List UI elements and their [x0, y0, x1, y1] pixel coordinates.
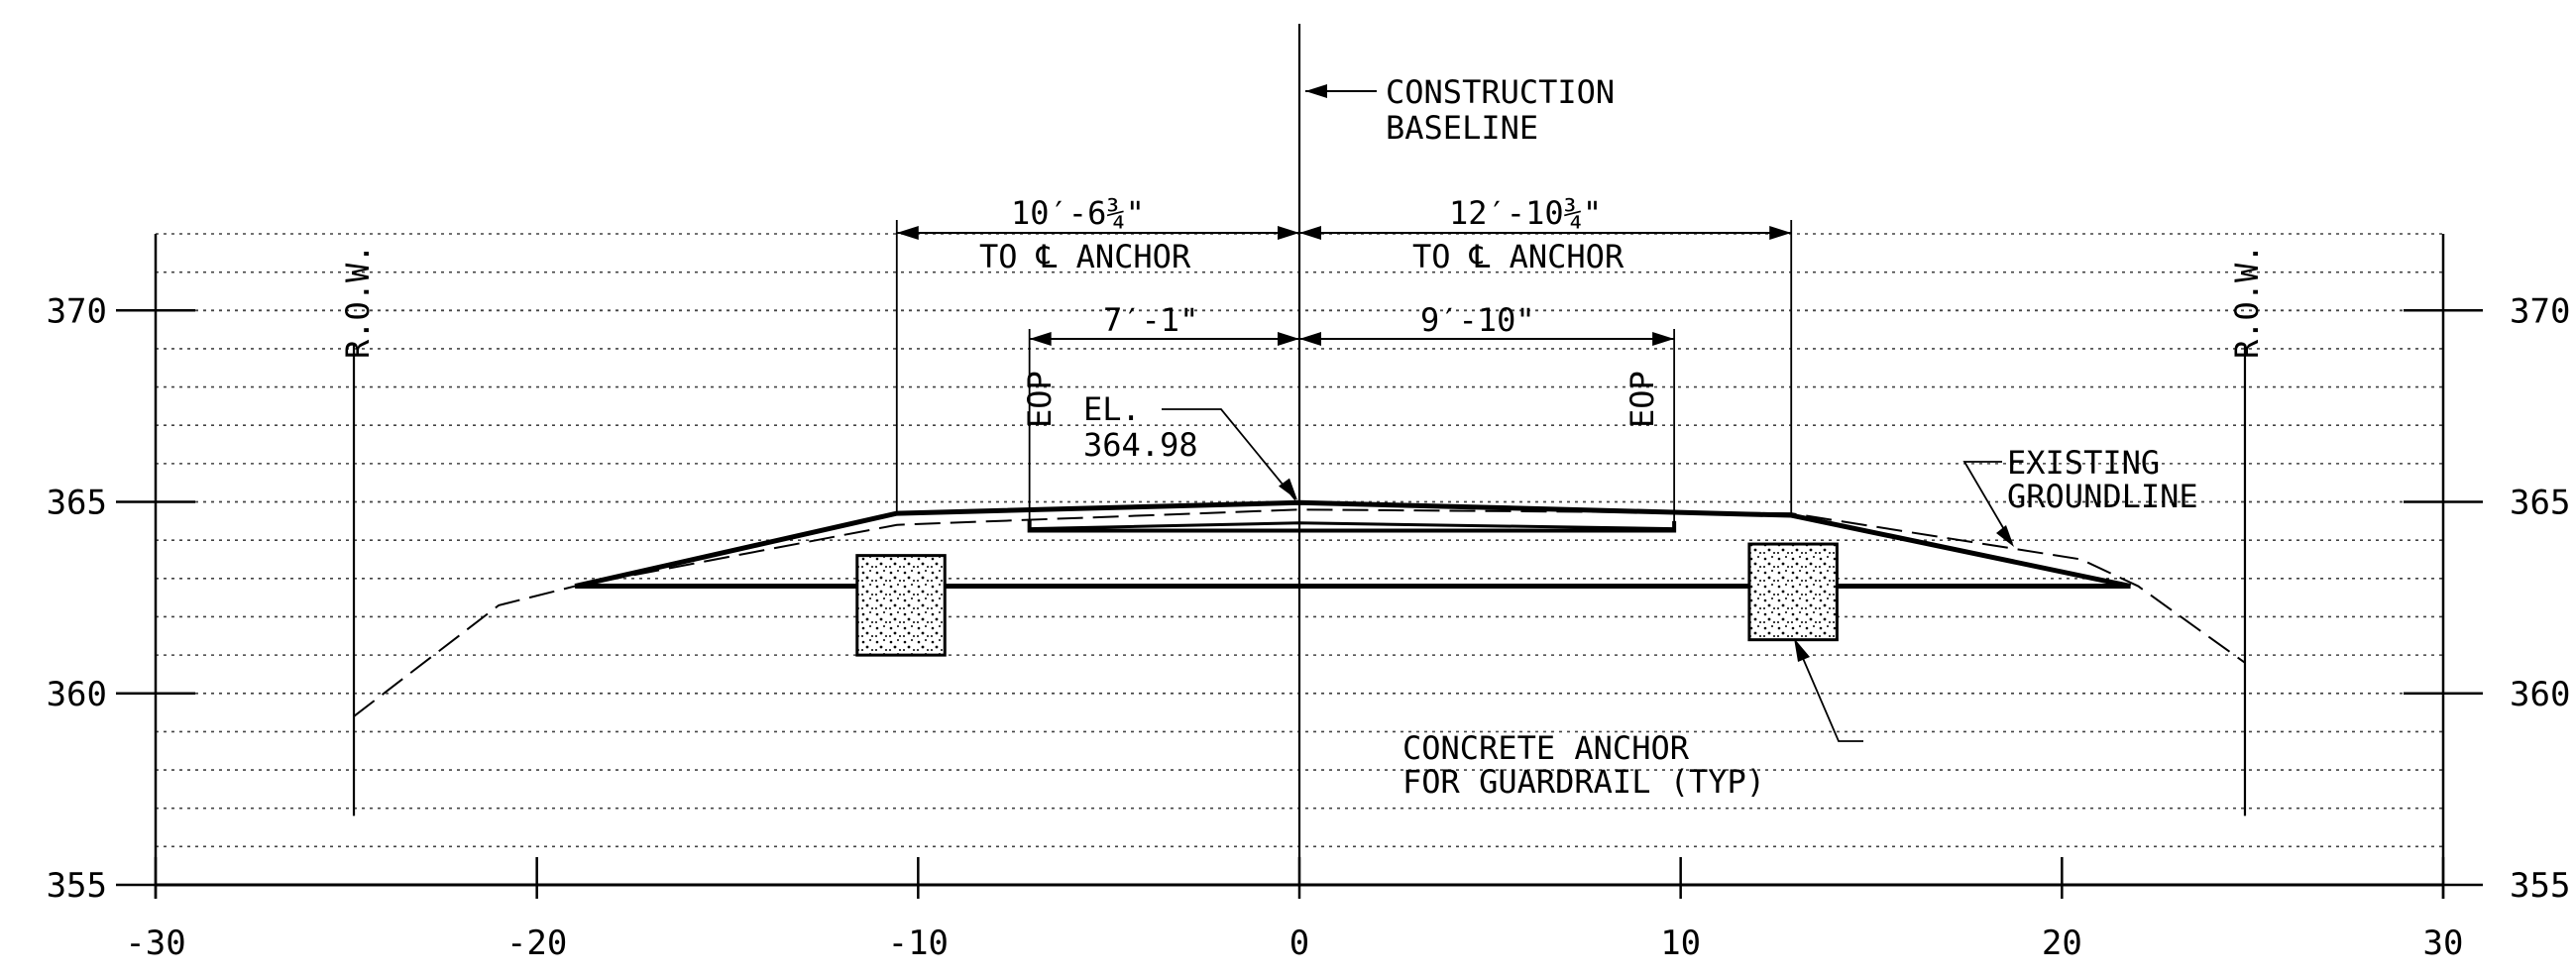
dim-left-eop: 7′-1"	[1103, 301, 1198, 339]
dim-line-right-anchor-arrow-right	[1769, 226, 1792, 240]
x-tick-label: -20	[506, 923, 567, 963]
y-tick-label-right: 355	[2510, 866, 2570, 906]
x-tick-label: 0	[1289, 923, 1309, 963]
groundline-leader-arrow	[1996, 525, 2014, 547]
section-geometry	[352, 24, 2247, 885]
row-left-label: R.O.W.	[339, 244, 377, 359]
roadway-top-profile	[574, 499, 2132, 590]
elevation-leader	[1162, 408, 1296, 501]
y-tick-label-left: 370	[47, 291, 107, 331]
y-tick-label-left: 360	[47, 675, 107, 714]
dim-line-left-anchor-arrow-right	[1278, 226, 1299, 240]
x-tick-label: 30	[2423, 923, 2464, 963]
elevation-label-1: EL.	[1083, 390, 1141, 428]
y-tick-label-right: 360	[2510, 675, 2570, 714]
pavement-box	[1027, 518, 1677, 533]
dim-right-anchor: 12′-10¾"	[1449, 194, 1602, 232]
axes: -30 -20 -10 0 10 20 30 355 360 365 370 355 360 365 370	[47, 234, 2570, 963]
elevation-leader-arrow	[1279, 478, 1297, 500]
construction-baseline-label-2: BASELINE	[1386, 109, 1538, 147]
x-tick-label: 10	[1660, 923, 1701, 963]
elevation-label-2: 364.98	[1083, 426, 1198, 464]
row-right-label: R.O.W.	[2228, 244, 2266, 359]
dim-right-eop: 9′-10"	[1420, 301, 1535, 339]
existing-groundline-label-1: EXISTING	[2007, 444, 2160, 482]
y-tick-label-right: 370	[2510, 291, 2570, 331]
dim-line-left-eop-arrow-right	[1278, 332, 1299, 346]
y-tick-label-left: 355	[47, 866, 107, 906]
concrete-anchor-2	[1747, 542, 1839, 642]
dim-left-anchor: 10′-6¾"	[1011, 194, 1145, 232]
x-tick-label: 20	[2042, 923, 2082, 963]
y-tick-label-right: 365	[2510, 484, 2570, 523]
pavement-bottom-crown	[1029, 521, 1675, 531]
dim-line-left-eop-arrow-left	[1029, 332, 1052, 346]
dim-line-right-anchor-arrow-left	[1299, 226, 1321, 240]
anchor-note-2: FOR GUARDRAIL (TYP)	[1402, 763, 1765, 801]
eop-left-label: EOP	[1021, 371, 1059, 428]
y-tick-label-left: 365	[47, 484, 107, 523]
x-tick-label: -30	[125, 923, 185, 963]
concrete-anchor-1	[855, 554, 947, 657]
groundline-leader	[1962, 461, 2013, 544]
eop-right-label: EOP	[1624, 371, 1661, 428]
baseline-arrowhead	[1305, 84, 1327, 98]
construction-baseline-label-1: CONSTRUCTION	[1386, 73, 1615, 111]
anchor-leader-arrow	[1794, 638, 1810, 662]
anchor-leader	[1795, 641, 1863, 742]
dim-left-anchor-sub: TO ℄ ANCHOR	[979, 238, 1191, 275]
dim-right-anchor-sub: TO ℄ ANCHOR	[1412, 238, 1624, 275]
anchor-note-1: CONCRETE ANCHOR	[1402, 729, 1690, 767]
x-tick-label: -10	[888, 923, 949, 963]
existing-groundline-label-2: GROUNDLINE	[2007, 478, 2198, 515]
dim-line-left-anchor-arrow-left	[896, 226, 919, 240]
dim-line-right-eop-arrow-left	[1299, 332, 1321, 346]
dim-line-right-eop-arrow-right	[1652, 332, 1675, 346]
